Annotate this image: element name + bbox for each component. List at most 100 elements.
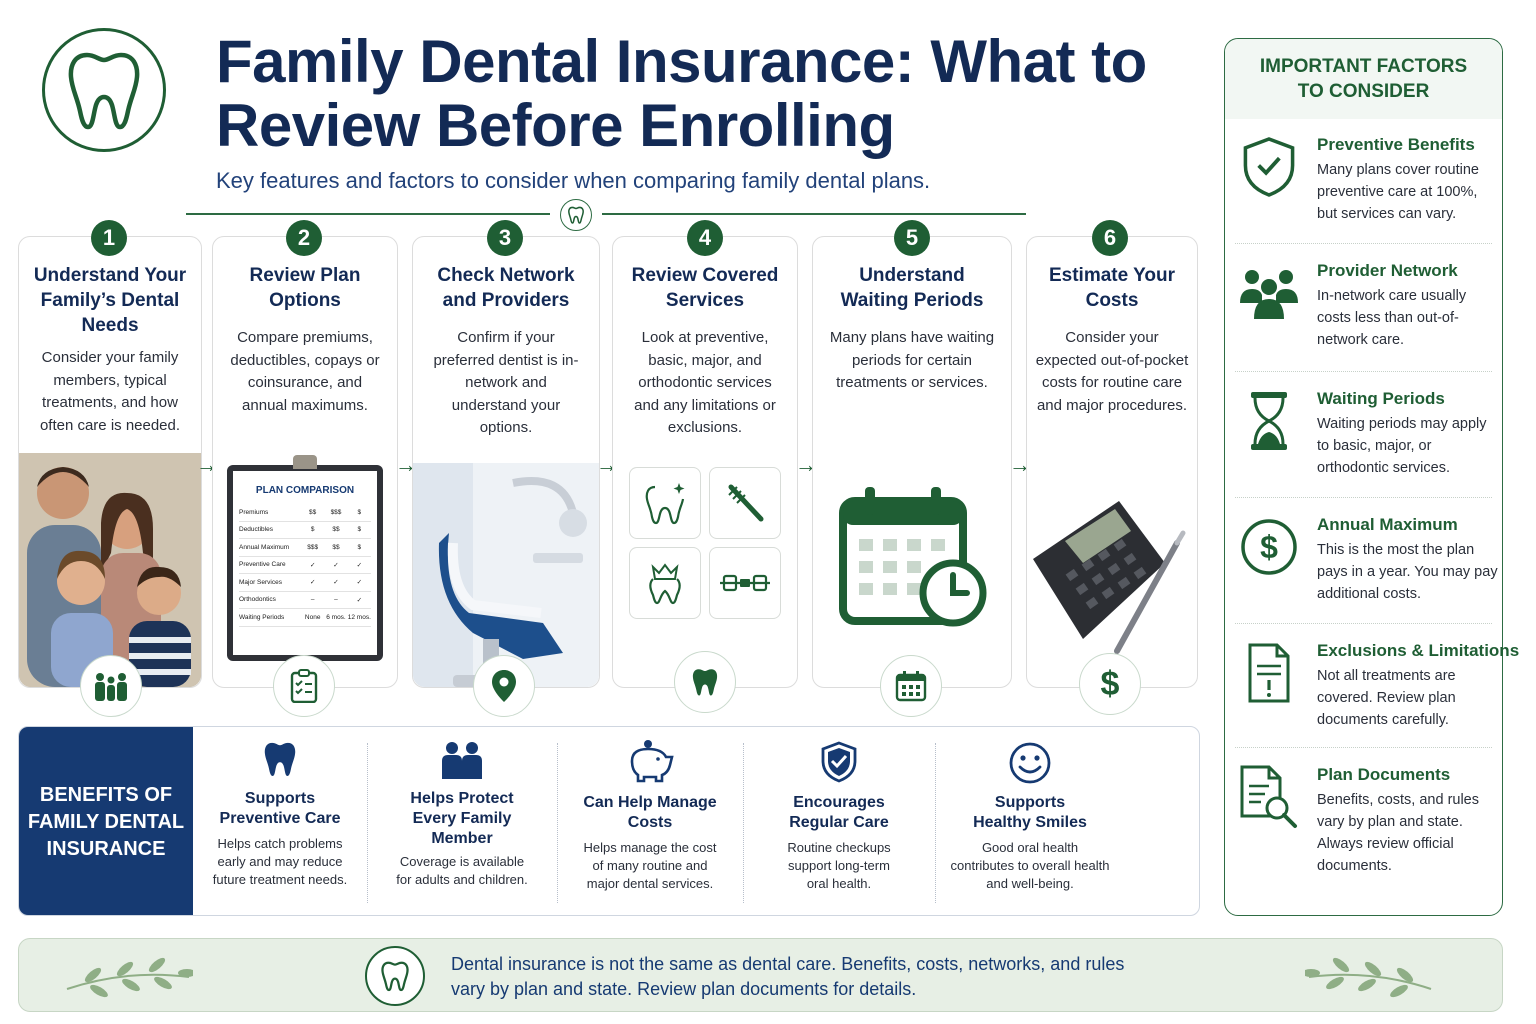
step-number-4: 4: [687, 220, 723, 256]
plan-row-value: –: [334, 596, 338, 604]
benefit-description: Coverage is available for adults and chi…: [396, 854, 528, 887]
plan-row-value: 12 mos.: [347, 613, 371, 621]
plan-row-label: Deductibles: [239, 526, 273, 534]
plan-row-label: Preventive Care: [239, 561, 286, 569]
step-description: Consider your expected out-of-pocket cos…: [1035, 329, 1189, 414]
step-title: Review Covered Services: [631, 265, 779, 311]
factor-title: Preventive Benefits: [1317, 135, 1475, 154]
plan-row-value: $$$: [307, 543, 319, 551]
plan-row-value: $$: [309, 508, 317, 516]
step-title: Estimate Your Costs: [1048, 265, 1175, 311]
factor-divider: [1235, 747, 1492, 748]
dollar-circle-icon: $: [1237, 515, 1301, 579]
factor-divider: [1235, 243, 1492, 244]
benefit-divider: [743, 743, 744, 903]
plan-row-label: Major Services: [239, 578, 282, 586]
factor-title: Annual Maximum: [1317, 515, 1458, 534]
step-number-6: 6: [1092, 220, 1128, 256]
plan-row-value: –: [310, 596, 315, 604]
factor-divider: [1235, 371, 1492, 372]
benefit-manage-costs: Can Help Manage Costs Helps manage the c…: [557, 727, 743, 915]
important-factors-panel: IMPORTANT FACTORS TO CONSIDER Preventive…: [1224, 38, 1519, 916]
benefit-title: Supports Healthy Smiles: [973, 794, 1087, 831]
benefits-label: BENEFITS OF FAMILY DENTAL INSURANCE: [19, 727, 193, 915]
people-icon: [1237, 261, 1301, 325]
shield-check-icon: [743, 741, 935, 783]
plan-row-value: ✓: [356, 579, 363, 587]
document-search-icon: [1237, 765, 1301, 829]
benefit-protect-family: Helps Protect Every Family Member Covera…: [367, 727, 557, 915]
step-description: Many plans have waiting periods for cert…: [829, 329, 995, 391]
step-card-1: Understand Your Family’s Dental Needs Co…: [18, 236, 202, 717]
benefit-divider: [935, 743, 936, 903]
step-number-2: 2: [286, 220, 322, 256]
divider-tooth-icon: [560, 199, 592, 231]
tooth-icon: [365, 946, 425, 1006]
plan-comparison-row: Deductibles$$$$: [239, 522, 371, 539]
crown-tooth-icon: [629, 547, 701, 619]
factor-title: Waiting Periods: [1317, 389, 1445, 408]
plan-row-value: ✓: [333, 579, 339, 587]
plan-comparison-row: Orthodontics––✓: [239, 592, 371, 609]
plan-comparison-title: PLAN COMPARISON: [255, 485, 355, 496]
factor-title: Exclusions & Limitations: [1317, 641, 1520, 660]
tooth-icon: [674, 651, 736, 713]
tooth-icon: [193, 739, 367, 779]
plan-row-value: ✓: [356, 596, 363, 604]
benefit-divider: [557, 743, 558, 903]
step-number-5: 5: [894, 220, 930, 256]
plan-comparison-row: Premiums$$$$$$: [239, 504, 371, 522]
factor-description: Many plans cover routine preventive care…: [1317, 162, 1479, 222]
plan-row-label: Annual Maximum: [239, 543, 290, 551]
arrow-right-icon: →: [1009, 452, 1031, 477]
plan-row-value: $$$: [330, 508, 342, 516]
calendar-clock: [839, 487, 989, 632]
shield-check-icon: [1237, 135, 1301, 199]
location-pin-icon: [473, 655, 535, 717]
family-icon: [80, 655, 142, 717]
step-description: Compare premiums, deductibles, copays or…: [230, 329, 380, 414]
svg-text:$: $: [1260, 529, 1278, 565]
leaf-branch-icon: [63, 953, 196, 1004]
step-card-5: Understand Waiting Periods Many plans ha…: [812, 236, 1012, 717]
piggy-bank-icon: [557, 739, 743, 783]
benefit-divider: [367, 743, 368, 903]
plan-comparison-row: Major Services✓✓✓: [239, 574, 371, 592]
benefit-regular-care: Encourages Regular Care Routine checkups…: [743, 727, 935, 915]
step-card-4: Review Covered Services Look at preventi…: [612, 236, 798, 713]
plan-row-value: ✓: [333, 561, 339, 569]
plan-row-value: $$: [332, 526, 340, 534]
benefit-title: Helps Protect Every Family Member: [410, 790, 514, 847]
step-title: Check Network and Providers: [437, 265, 575, 311]
plan-comparison-table: Premiums$$$$$$Deductibles$$$$Annual Maxi…: [239, 504, 371, 627]
benefit-title: Can Help Manage Costs: [583, 794, 717, 831]
plan-row-value: $: [357, 543, 362, 551]
benefit-preventive-care: Supports Preventive Care Helps catch pro…: [193, 727, 367, 915]
factor-description: In-network care usually costs less than …: [1317, 288, 1467, 348]
factor-divider: [1235, 623, 1492, 624]
plan-comparison-row: Preventive Care✓✓✓: [239, 557, 371, 574]
benefit-healthy-smiles: Supports Healthy Smiles Good oral health…: [935, 727, 1125, 915]
step-description: Consider your family members, typical tr…: [39, 349, 181, 434]
step-title: Review Plan Options: [249, 265, 361, 311]
page-subtitle: Key features and factors to consider whe…: [216, 168, 931, 193]
plan-row-value: $: [357, 508, 362, 516]
factor-description: Benefits, costs, and rules vary by plan …: [1317, 792, 1479, 874]
factor-divider: [1235, 497, 1492, 498]
logo-tooth-icon: [42, 28, 166, 152]
plan-row-value: ✓: [356, 561, 363, 569]
plan-row-label: Premiums: [239, 508, 269, 516]
factor-description: This is the most the plan pays in a year…: [1317, 542, 1498, 602]
family-photo: [19, 453, 201, 687]
step-card-2: Review Plan Options Compare premiums, de…: [212, 236, 398, 717]
factor-description: Not all treatments are covered. Review p…: [1317, 668, 1456, 728]
benefit-description: Routine checkups support long-term oral …: [787, 840, 891, 891]
document-alert-icon: [1237, 641, 1301, 705]
plan-row-value: $$: [332, 543, 340, 551]
benefit-description: Good oral health contributes to overall …: [950, 840, 1110, 891]
step-card-6: Estimate Your Costs Consider your expect…: [1026, 236, 1198, 715]
plan-row-value: None: [304, 613, 321, 621]
clipboard: PLAN COMPARISON Premiums$$$$$$Deductible…: [227, 455, 383, 661]
people-icon: [367, 741, 557, 779]
